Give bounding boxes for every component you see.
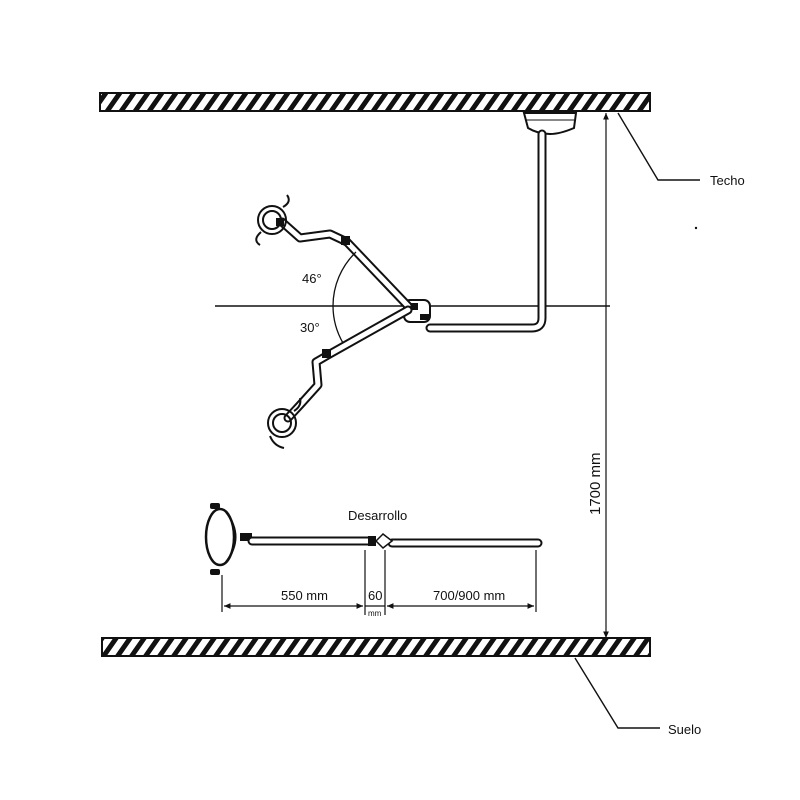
height-dimension-label: 1700 mm — [587, 452, 604, 515]
ceiling-label: Techo — [710, 173, 745, 188]
upper-lamp-arm — [276, 217, 413, 311]
dimension-joint-label: 60 — [368, 588, 382, 603]
angle-lower-label: 30° — [300, 320, 320, 335]
stray-dot — [694, 226, 698, 230]
ceiling-slab — [99, 92, 651, 112]
ceiling-leader — [617, 112, 700, 181]
lower-lamp-head — [267, 397, 302, 449]
angle-upper-label: 46° — [302, 271, 322, 286]
dimension-extension-label: 700/900 mm — [433, 588, 505, 603]
development-joint — [368, 533, 394, 549]
angle-arc-lower — [332, 305, 344, 344]
floor-slab — [101, 637, 651, 657]
dimension-arm-label: 550 mm — [281, 588, 328, 603]
upper-lamp-head — [255, 194, 290, 246]
floor-leader — [574, 657, 660, 729]
development-title: Desarrollo — [348, 508, 407, 523]
floor-label: Suelo — [668, 722, 701, 737]
development-dimension-lines — [221, 550, 537, 615]
ceiling-mount — [522, 112, 578, 136]
development-arm — [247, 536, 543, 548]
angle-arc-upper — [332, 251, 357, 307]
dimension-joint-unit-label: mm — [368, 609, 382, 618]
development-lamp-head — [204, 503, 252, 575]
lamp-support-pipe — [425, 129, 547, 333]
